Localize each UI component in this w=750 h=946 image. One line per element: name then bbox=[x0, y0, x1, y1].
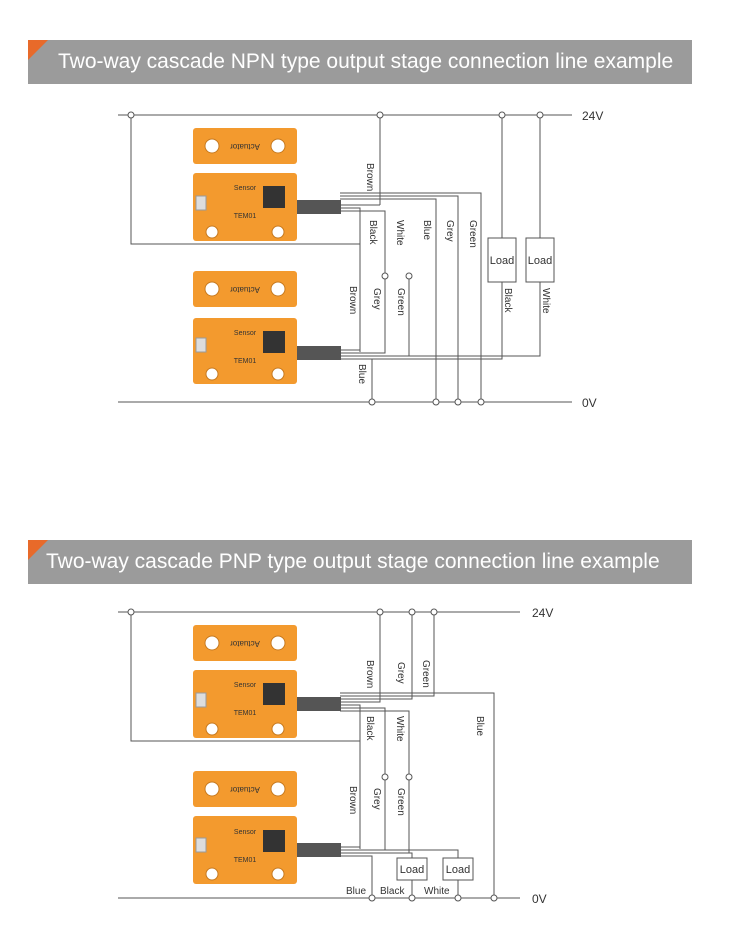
wire-label: Black bbox=[502, 288, 513, 313]
wire-label: Grey bbox=[371, 288, 382, 310]
wire-label: White bbox=[394, 220, 405, 246]
actuator-label: Actuator bbox=[230, 285, 260, 294]
wire-label: White bbox=[540, 288, 551, 314]
rail-label-24v: 24V bbox=[582, 109, 603, 123]
wire-label: Green bbox=[395, 288, 406, 316]
wire-label: Black bbox=[380, 886, 405, 897]
model-label: TEM01 bbox=[234, 358, 257, 365]
actuator-lower: Actuator bbox=[193, 271, 297, 307]
wire-label: Green bbox=[420, 660, 431, 688]
wire-label: Brown bbox=[347, 786, 358, 814]
wire-label: Green bbox=[467, 220, 478, 248]
wire-label: Blue bbox=[356, 364, 367, 384]
load-box-1 bbox=[396, 857, 428, 881]
wire-label: White bbox=[394, 716, 405, 742]
sensor-lower: Sensor TEM01 bbox=[193, 816, 341, 884]
section-title-pnp: Two-way cascade PNP type output stage co… bbox=[28, 540, 692, 584]
load-label: Load bbox=[528, 255, 552, 267]
sensor-lower: Sensor TEM01 bbox=[193, 318, 341, 384]
load-box-2 bbox=[525, 237, 555, 283]
brand-label: Sensor bbox=[234, 682, 257, 689]
wire-label: Blue bbox=[421, 220, 432, 240]
wires bbox=[118, 611, 520, 899]
pnp-wiring-diagram: Load Load Actuator Sensor TEM01 Actuator… bbox=[118, 606, 553, 906]
load-label: Load bbox=[490, 255, 514, 267]
sensor-upper: Sensor TEM01 bbox=[193, 173, 341, 241]
title-text: Two-way cascade PNP type output stage co… bbox=[46, 550, 660, 573]
model-label: TEM01 bbox=[234, 710, 257, 717]
model-label: TEM01 bbox=[234, 213, 257, 220]
load-label: Load bbox=[400, 864, 424, 876]
npn-wiring-diagram: Load Load Actuator Sensor TEM01 Actuator… bbox=[118, 109, 603, 410]
wire-label: Blue bbox=[474, 716, 485, 736]
actuator-upper: Actuator bbox=[193, 625, 297, 661]
wire-label: Black bbox=[364, 716, 375, 741]
actuator-lower: Actuator bbox=[193, 771, 297, 807]
actuator-upper: Actuator bbox=[193, 128, 297, 164]
load-box-2 bbox=[442, 857, 474, 881]
wire-label: Grey bbox=[395, 662, 406, 684]
wire-label: Brown bbox=[347, 286, 358, 314]
wires bbox=[118, 114, 572, 403]
corner-accent bbox=[28, 40, 48, 60]
load-label: Load bbox=[446, 864, 470, 876]
actuator-label: Actuator bbox=[230, 639, 260, 648]
rail-label-24v: 24V bbox=[532, 606, 553, 620]
sensor-upper: Sensor TEM01 bbox=[193, 670, 341, 738]
wire-label: White bbox=[424, 886, 450, 897]
brand-label: Sensor bbox=[234, 829, 257, 836]
wire-label: Green bbox=[395, 788, 406, 816]
section-title-npn: Two-way cascade NPN type output stage co… bbox=[28, 40, 692, 84]
wire-label: Grey bbox=[444, 220, 455, 242]
wire-label: Brown bbox=[364, 660, 375, 688]
wire-label: Grey bbox=[371, 788, 382, 810]
wire-label: Blue bbox=[346, 886, 366, 897]
rail-label-0v: 0V bbox=[582, 396, 597, 410]
title-text: Two-way cascade NPN type output stage co… bbox=[58, 50, 674, 73]
rail-label-0v: 0V bbox=[532, 892, 547, 906]
brand-label: Sensor bbox=[234, 185, 257, 192]
actuator-label: Actuator bbox=[230, 142, 260, 151]
wire-label: Brown bbox=[364, 163, 375, 191]
load-box-1 bbox=[487, 237, 517, 283]
junction-dots bbox=[127, 111, 544, 406]
wire-label: Black bbox=[367, 220, 378, 245]
brand-label: Sensor bbox=[234, 330, 257, 337]
corner-accent bbox=[28, 540, 48, 560]
model-label: TEM01 bbox=[234, 857, 257, 864]
junction-dots bbox=[127, 608, 498, 902]
actuator-label: Actuator bbox=[230, 785, 260, 794]
